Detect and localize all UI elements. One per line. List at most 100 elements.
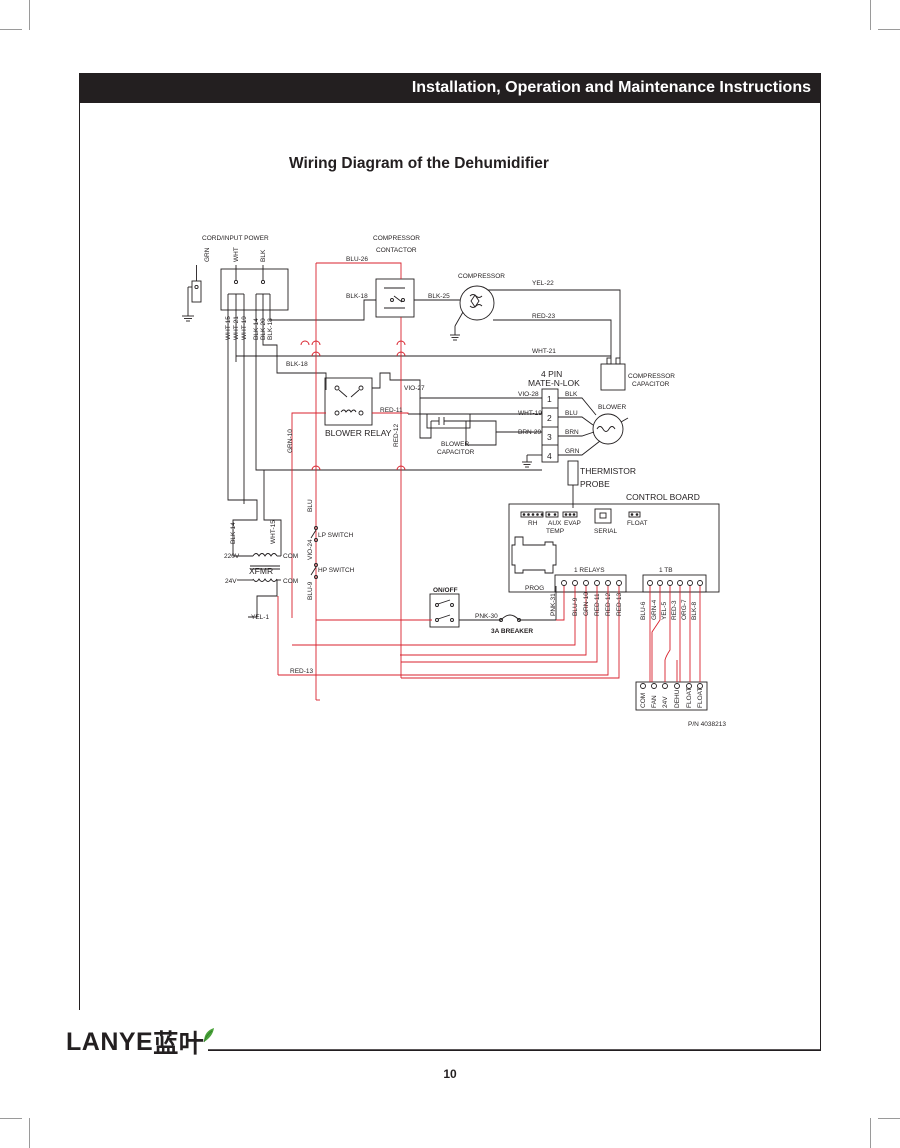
- pin-wire-left: WHT-19: [518, 410, 542, 417]
- tb-terminal-label: FLOAT: [697, 688, 704, 708]
- tb-terminal-label: DEHU: [674, 689, 681, 708]
- wire-label: BLK-18: [286, 361, 308, 368]
- pin-number: 1: [547, 394, 552, 404]
- cord-wire-blk: BLK: [260, 249, 267, 262]
- tb-terminal-label: FAN: [651, 695, 658, 708]
- on-off-label: ON/OFF: [433, 587, 458, 594]
- cord-wire-grn: GRN: [204, 247, 211, 262]
- compressor-contactor-label: CONTACTOR: [376, 247, 417, 254]
- logo-mark: 蓝叶: [153, 1030, 205, 1058]
- pin-wire-right: BLK: [565, 391, 578, 398]
- pin-number: 4: [547, 451, 552, 461]
- pin-wire-right: BLU: [565, 410, 578, 417]
- compressor-contactor-label: COMPRESSOR: [373, 235, 420, 242]
- on-off-switch: [429, 593, 460, 628]
- crop-mark: [878, 29, 900, 30]
- aux-temp-label: TEMP: [546, 528, 564, 535]
- part-number: P/N 4038213: [688, 721, 726, 728]
- rh-label: RH: [528, 520, 538, 527]
- mate-n-lok-label: MATE-N-LOK: [528, 378, 580, 388]
- crop-mark: [870, 1118, 871, 1148]
- logo-background: [60, 1010, 208, 1062]
- tb-terminal-label: 24V: [662, 696, 669, 708]
- relay-wire: GRN-10: [583, 592, 590, 616]
- pin-number: 2: [547, 413, 552, 423]
- ground-terminal: [191, 280, 202, 303]
- tb-terminal-label: COM: [640, 693, 647, 708]
- serial-label: SERIAL: [594, 528, 618, 535]
- breaker-symbol: [500, 614, 520, 621]
- blower-capacitor-label: BLOWER: [441, 441, 469, 448]
- header-bar: Installation, Operation and Maintenance …: [79, 73, 821, 103]
- crop-mark: [870, 0, 871, 30]
- relays-label: 1 RELAYS: [574, 567, 605, 574]
- wire-label: VIO-27: [404, 385, 425, 392]
- blower-label: BLOWER: [598, 404, 626, 411]
- wire-label: RED-11: [380, 407, 403, 414]
- voltage-220-label: 220V: [224, 553, 240, 560]
- header-title: Installation, Operation and Maintenance …: [411, 79, 811, 96]
- hp-switch-label: HP SWITCH: [318, 567, 355, 574]
- wire-label: RED-23: [532, 313, 556, 320]
- branch-wire: WHT-19: [241, 316, 248, 340]
- blower-motor: [592, 413, 624, 445]
- wire-label: GRN-10: [287, 429, 294, 453]
- relay-wire: RED-11: [594, 593, 601, 616]
- transformer-primary-coil: [252, 553, 278, 557]
- float-label: FLOAT: [627, 520, 647, 527]
- crop-mark: [29, 1118, 30, 1148]
- tb-wire: RED-3: [671, 600, 678, 620]
- wire-label: PNK-30: [475, 613, 498, 620]
- blower-relay: [324, 377, 373, 426]
- brand-logo: LANYE 蓝叶: [66, 1027, 218, 1058]
- tb-wire: ORG-7: [681, 599, 688, 620]
- prog-connector: [511, 536, 557, 574]
- compressor-contactor: [375, 278, 415, 318]
- branch-wire: WHT-21: [233, 316, 240, 340]
- tb-wire: YEL-5: [661, 602, 668, 620]
- xfmr-wire: WHT-15: [270, 520, 277, 544]
- breaker-label: 3A BREAKER: [491, 628, 533, 635]
- pin-wire-right: BRN: [565, 429, 579, 436]
- compressor-motor: [459, 285, 495, 321]
- tb-label: 1 TB: [659, 567, 673, 574]
- thermistor-probe-label: PROBE: [580, 479, 610, 489]
- aux-temp-label: AUX: [548, 520, 562, 527]
- pin-wire-left: BRN-29: [518, 429, 542, 436]
- branch-wire: BLK-14: [253, 318, 260, 340]
- wire-label: YEL-1: [251, 614, 269, 621]
- mate-n-lok-label: 4 PIN: [541, 369, 562, 379]
- page-number: 10: [443, 1067, 457, 1081]
- pin-number: 3: [547, 432, 552, 442]
- lp-switch-label: LP SWITCH: [318, 532, 354, 539]
- page-title: Wiring Diagram of the Dehumidifier: [289, 155, 549, 172]
- prog-label: PROG: [525, 585, 544, 592]
- relay-wire: RED-12: [605, 592, 612, 616]
- wire-label: YEL-22: [532, 280, 554, 287]
- wire-label: BLU-26: [346, 256, 368, 263]
- pin-wire-left: VIO-28: [518, 391, 539, 398]
- crop-mark: [29, 0, 30, 30]
- relay-wire: PNK-31: [550, 593, 557, 616]
- wire-label: RED-12: [393, 423, 400, 447]
- compressor-label: COMPRESSOR: [458, 273, 505, 280]
- com-label: COM: [283, 553, 298, 560]
- cord-wire-wht: WHT: [233, 247, 240, 262]
- evap-label: EVAP: [564, 520, 581, 527]
- control-board-label: CONTROL BOARD: [626, 492, 700, 502]
- crop-mark: [878, 1118, 900, 1119]
- transformer-secondary-coil: [252, 578, 278, 582]
- thermistor-probe: [567, 460, 579, 486]
- crop-mark: [0, 1118, 22, 1119]
- wire-label: RED-13: [290, 668, 314, 675]
- cord-input-power-block: [220, 268, 289, 311]
- blower-relay-label: BLOWER RELAY: [325, 428, 392, 438]
- crop-mark: [0, 29, 22, 30]
- tb-wire: GRN-4: [651, 599, 658, 620]
- tb-terminal-strip: [642, 574, 707, 593]
- com-label: COM: [283, 578, 298, 585]
- relay-wire: RED-13: [616, 592, 623, 616]
- wire-label: VIO-24: [307, 539, 314, 560]
- compressor-capacitor-label: CAPACITOR: [632, 381, 670, 388]
